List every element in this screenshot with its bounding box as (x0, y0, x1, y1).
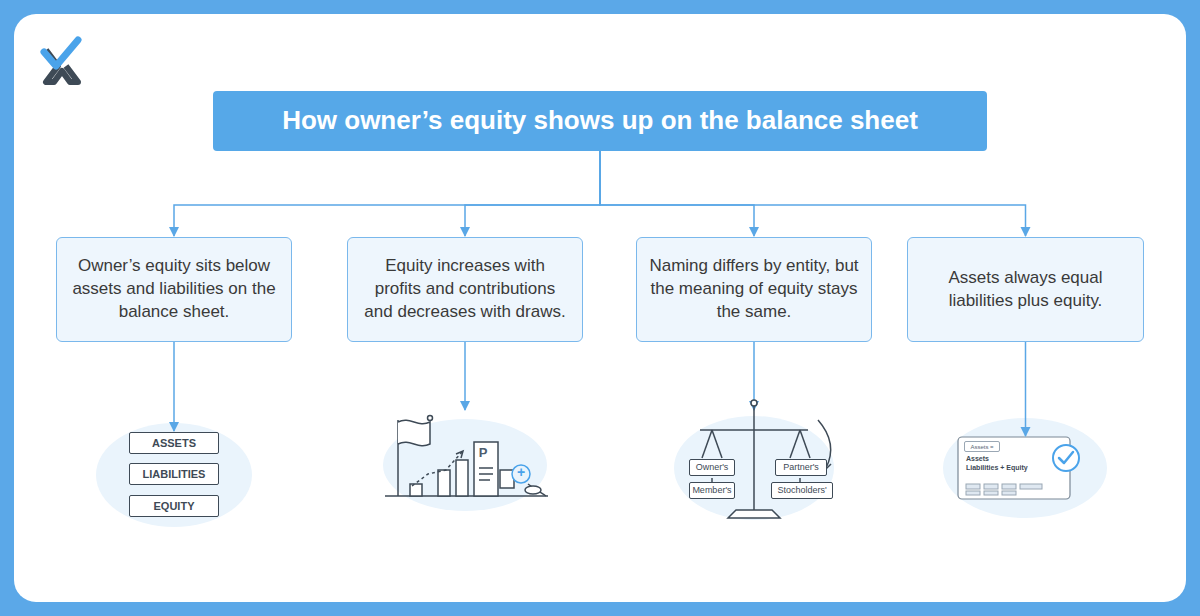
name-tag: Partner's (775, 459, 827, 476)
connector-arrow (465, 151, 600, 236)
node-text: Equity increases with profits and contri… (360, 255, 570, 324)
equation-card-illustration (958, 437, 1079, 499)
node-text: Partner's (783, 463, 819, 472)
node-text: Member's (692, 486, 731, 495)
node-text: Assets (966, 455, 989, 464)
node-text: Assets always equal liabilities plus equ… (920, 267, 1131, 313)
connector-arrow (600, 151, 754, 236)
background-blobs (96, 416, 1107, 527)
process-box: Owner’s equity sits below assets and lia… (56, 237, 292, 342)
process-box: Equity increases with profits and contri… (347, 237, 583, 342)
illustration-text: + (514, 465, 528, 479)
connector-arrow (174, 151, 600, 236)
node-text: ASSETS (152, 438, 196, 449)
node-text: Owner’s equity sits below assets and lia… (69, 255, 279, 324)
leader-line (464, 342, 466, 410)
node-text: EQUITY (154, 501, 195, 512)
node-text: Naming differs by entity, but the meanin… (649, 255, 859, 324)
section-tag: LIABILITIES (129, 463, 219, 485)
node-text: Owner's (696, 463, 729, 472)
title-box: How owner’s equity shows up on the balan… (213, 91, 987, 151)
name-tag: Member's (689, 482, 735, 499)
node-text: How owner’s equity shows up on the balan… (282, 105, 918, 136)
node-text: Assets = (970, 444, 993, 450)
name-tag: Stocholders' (771, 482, 833, 499)
connector-arrow (173, 342, 175, 431)
node-text: Liabilities + Equity (966, 464, 1028, 473)
process-box: Naming differs by entity, but the meanin… (636, 237, 872, 342)
illustration-text: P (476, 446, 490, 459)
section-tag: EQUITY (129, 495, 219, 517)
connector-arrow (1025, 342, 1027, 436)
logo (44, 40, 78, 82)
connector-arrow (600, 151, 1026, 236)
growth-illustration (385, 416, 548, 497)
equation-card: AssetsLiabilities + Equity Assets = (958, 437, 1054, 481)
section-tag: ASSETS (129, 432, 219, 454)
node-text: Stocholders' (777, 486, 826, 495)
node-text: LIABILITIES (143, 469, 206, 480)
name-tag: Owner's (689, 459, 735, 476)
equation-field: Assets = (964, 441, 1000, 452)
process-box: Assets always equal liabilities plus equ… (907, 237, 1144, 342)
